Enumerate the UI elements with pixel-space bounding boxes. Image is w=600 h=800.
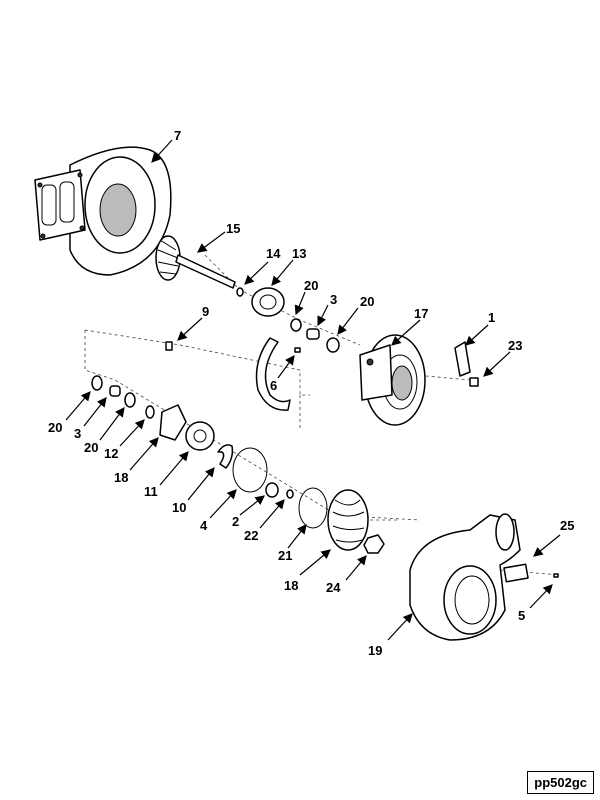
callout-13: 13 xyxy=(292,246,306,261)
leader-lines xyxy=(65,139,561,641)
callout-18b: 18 xyxy=(284,578,298,593)
callout-1: 1 xyxy=(488,310,495,325)
callout-24: 24 xyxy=(326,580,341,595)
callout-19: 19 xyxy=(368,643,382,658)
callout-21: 21 xyxy=(278,548,292,563)
callout-12: 12 xyxy=(104,446,118,461)
thrust-collar-11 xyxy=(185,421,215,451)
pin-6 xyxy=(294,347,301,353)
callout-20c: 20 xyxy=(48,420,62,435)
callout-15: 15 xyxy=(226,221,240,236)
clamp-plate xyxy=(454,341,471,377)
callout-14: 14 xyxy=(266,246,281,261)
callout-9: 9 xyxy=(202,304,209,319)
bearing-3a xyxy=(306,328,320,340)
compressor-housing xyxy=(409,513,521,641)
thrust-bearing-18 xyxy=(159,404,187,441)
document-id-label: pp502gc xyxy=(527,771,594,794)
turbine-wheel-shaft xyxy=(155,235,236,289)
callout-6: 6 xyxy=(270,378,277,393)
retaining-ring-20c xyxy=(91,375,103,391)
retaining-ring-20a xyxy=(290,318,302,332)
bearing-3b xyxy=(109,385,121,397)
callout-18a: 18 xyxy=(114,470,128,485)
callout-7: 7 xyxy=(174,128,181,143)
oil-seal-10 xyxy=(217,444,234,469)
retaining-ring-20d xyxy=(124,392,136,408)
callout-10: 10 xyxy=(172,500,186,515)
thrust-ring-12 xyxy=(145,405,155,419)
callout-5: 5 xyxy=(518,608,525,623)
ring-22 xyxy=(286,489,294,499)
bolt-23 xyxy=(469,377,479,387)
oil-baffle xyxy=(255,337,291,411)
insert-13 xyxy=(251,287,285,317)
screw-5 xyxy=(553,573,559,578)
callout-23: 23 xyxy=(508,338,522,353)
retaining-ring-20b xyxy=(326,337,340,353)
compressor-wheel xyxy=(327,489,369,551)
seal-ring-2 xyxy=(265,482,279,498)
callout-3b: 3 xyxy=(74,426,81,441)
callout-20a: 20 xyxy=(304,278,318,293)
callout-22: 22 xyxy=(244,528,258,543)
name-plate-25 xyxy=(503,563,529,583)
callout-4: 4 xyxy=(200,518,208,533)
callout-20b: 20 xyxy=(360,294,374,309)
callout-11: 11 xyxy=(144,484,158,499)
callout-25: 25 xyxy=(560,518,574,533)
ring-14 xyxy=(236,287,244,297)
callout-20d: 20 xyxy=(84,440,98,455)
o-ring-4 xyxy=(232,447,268,493)
retaining-ring-21 xyxy=(298,487,328,529)
callout-3a: 3 xyxy=(330,292,337,307)
screw-9 xyxy=(165,341,173,351)
bearing-housing xyxy=(359,334,426,426)
callout-17: 17 xyxy=(414,306,428,321)
callout-2: 2 xyxy=(232,514,239,529)
turbine-housing xyxy=(34,146,172,276)
lock-nut-24 xyxy=(363,534,385,554)
callout-labels: 7 15 14 13 20 3 20 17 1 23 9 6 20 3 20 1… xyxy=(48,128,574,658)
